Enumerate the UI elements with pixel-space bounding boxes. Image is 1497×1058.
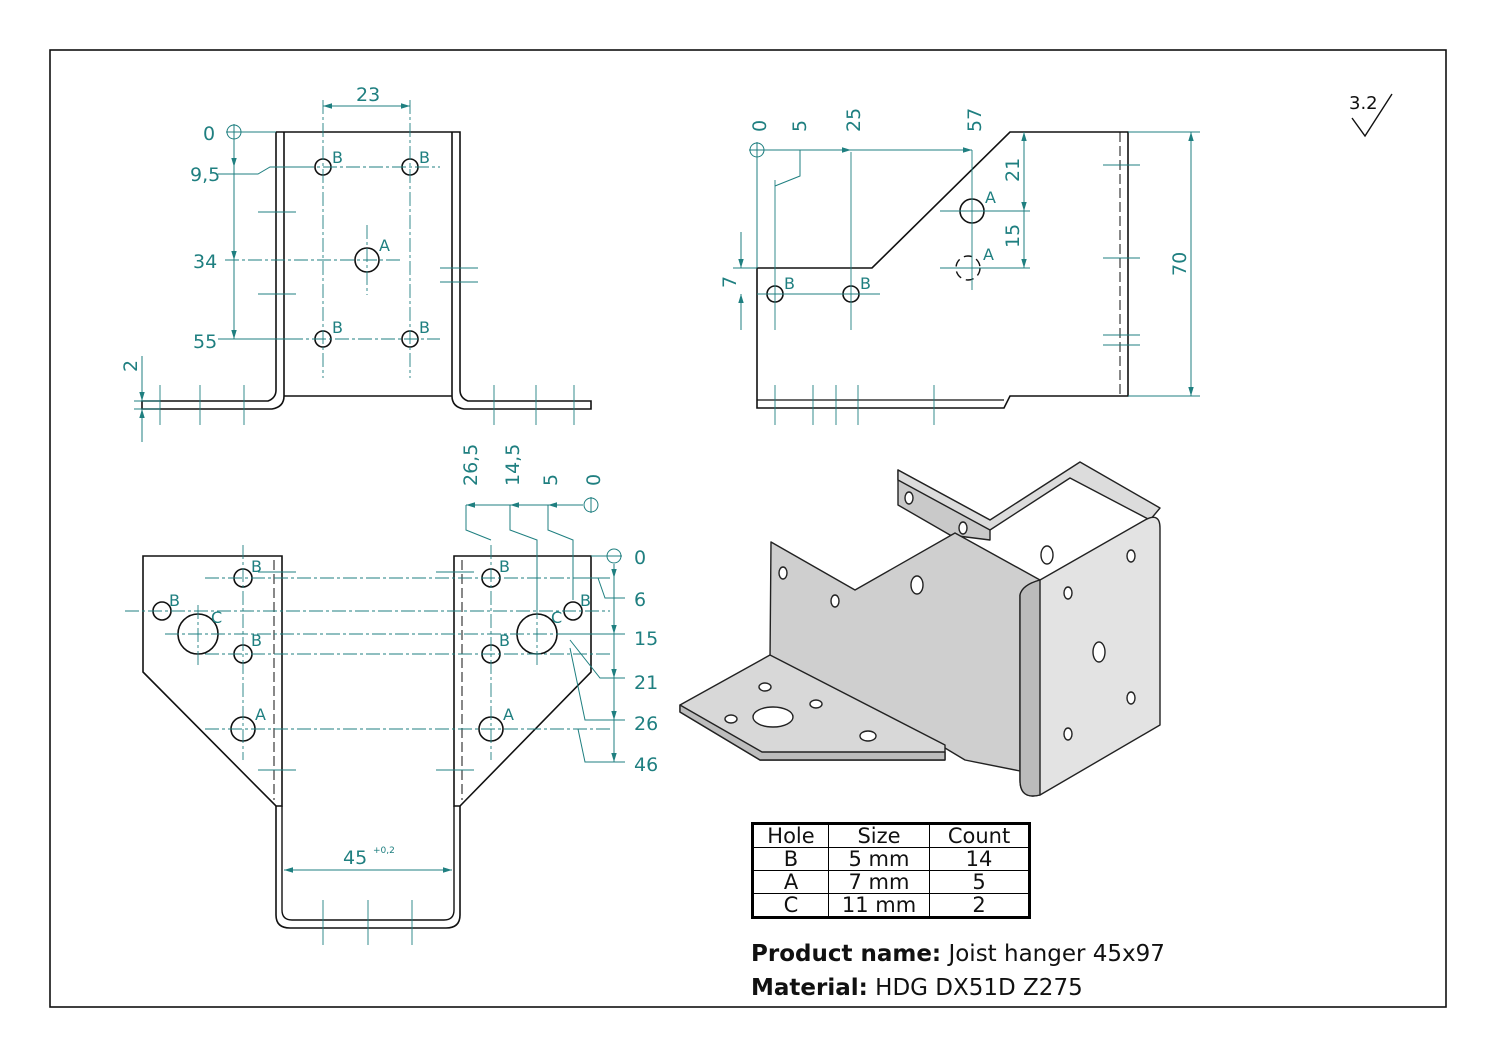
front-dim-v-0: 0 — [634, 547, 646, 569]
side-dim-h-0: 0 — [749, 120, 771, 132]
front-hole-label: B — [499, 631, 510, 650]
top-dim-v-2: 34 — [193, 251, 217, 273]
hole-table-header-hole: Hole — [752, 823, 829, 848]
top-dim-v-0: 0 — [203, 123, 215, 145]
front-hole-label: B — [169, 591, 180, 610]
front-dim-width: 45 — [343, 847, 367, 869]
product-name-line: Product name: Joist hanger 45x97 — [751, 941, 1165, 967]
side-view: 0 5 25 57 21 15 7 70 A A B B — [719, 108, 1200, 425]
side-dim-v-1: 15 — [1002, 224, 1024, 248]
top-dim-v-3: 55 — [193, 331, 217, 353]
front-hole-label: B — [251, 631, 262, 650]
table-row: A 7 mm 5 — [752, 870, 1030, 894]
hole-table: Hole Size Count B 5 mm 14 A 7 mm 5 C 11 … — [751, 822, 1031, 919]
table-row: B 5 mm 14 — [752, 847, 1030, 871]
front-dim-h-0: 26,5 — [460, 444, 482, 486]
top-hole-label: B — [419, 148, 430, 167]
side-hole-label: A — [983, 245, 994, 264]
material-label: Material: — [751, 975, 868, 1001]
top-hole-label: B — [332, 148, 343, 167]
product-name-value: Joist hanger 45x97 — [948, 941, 1165, 967]
front-dim-v-4: 26 — [634, 713, 658, 735]
hole-table-header-count: Count — [929, 823, 1030, 848]
side-dim-h-1: 5 — [789, 120, 811, 132]
side-hole-label: B — [784, 274, 795, 293]
front-hole-label: C — [211, 608, 222, 627]
table-cell: A — [752, 870, 829, 894]
table-cell: 7 mm — [828, 870, 930, 894]
side-dim-v-3: 70 — [1169, 252, 1191, 276]
table-cell: 11 mm — [828, 893, 930, 918]
front-dim-tolerance: +0,2 — [373, 846, 395, 856]
table-cell: 5 mm — [828, 847, 930, 871]
top-dim-h: 23 — [356, 84, 380, 106]
front-dim-v-3: 21 — [634, 672, 658, 694]
front-hole-label: B — [499, 557, 510, 576]
front-view: 26,5 14,5 5 0 0 6 15 21 26 46 45 +0,2 B … — [125, 444, 658, 945]
front-dim-v-2: 15 — [634, 628, 658, 650]
surface-roughness-symbol: 3.2 — [1349, 93, 1393, 138]
front-hole-label: B — [251, 557, 262, 576]
front-dim-h-1: 14,5 — [502, 444, 524, 486]
roughness-value: 3.2 — [1349, 93, 1378, 114]
material-line: Material: HDG DX51D Z275 — [751, 975, 1083, 1001]
side-dim-v-0: 21 — [1002, 158, 1024, 182]
top-hole-label: B — [332, 318, 343, 337]
front-dim-h-3: 0 — [583, 474, 605, 486]
side-dim-h-2: 25 — [843, 108, 865, 132]
table-cell: 5 — [929, 870, 1030, 894]
table-cell: B — [752, 847, 829, 871]
top-view: 0 9,5 34 55 23 2 B B A B B — [120, 84, 592, 442]
side-hole-label: A — [985, 188, 996, 207]
front-dim-v-1: 6 — [634, 589, 646, 611]
top-hole-label: A — [379, 236, 390, 255]
hole-table-header-size: Size — [828, 823, 930, 848]
side-dim-v-2: 7 — [719, 276, 741, 288]
table-cell: 2 — [929, 893, 1030, 918]
front-hole-label: B — [580, 591, 591, 610]
drawing-frame — [49, 49, 1447, 1008]
product-name-label: Product name: — [751, 941, 942, 967]
front-dim-h-2: 5 — [540, 474, 562, 486]
front-hole-label: A — [255, 705, 266, 724]
top-hole-label: B — [419, 318, 430, 337]
top-dim-thickness: 2 — [120, 360, 142, 372]
table-cell: 14 — [929, 847, 1030, 871]
hole-table-header: Hole Size Count — [752, 823, 1030, 848]
table-cell: C — [752, 893, 829, 918]
front-hole-label: A — [503, 705, 514, 724]
front-hole-label: C — [551, 608, 562, 627]
top-dim-v-1: 9,5 — [190, 164, 220, 186]
front-dim-v-5: 46 — [634, 754, 658, 776]
material-value: HDG DX51D Z275 — [875, 975, 1083, 1001]
side-hole-label: B — [860, 274, 871, 293]
table-row: C 11 mm 2 — [752, 893, 1030, 918]
isometric-view — [679, 461, 1161, 797]
side-dim-h-3: 57 — [964, 108, 986, 132]
